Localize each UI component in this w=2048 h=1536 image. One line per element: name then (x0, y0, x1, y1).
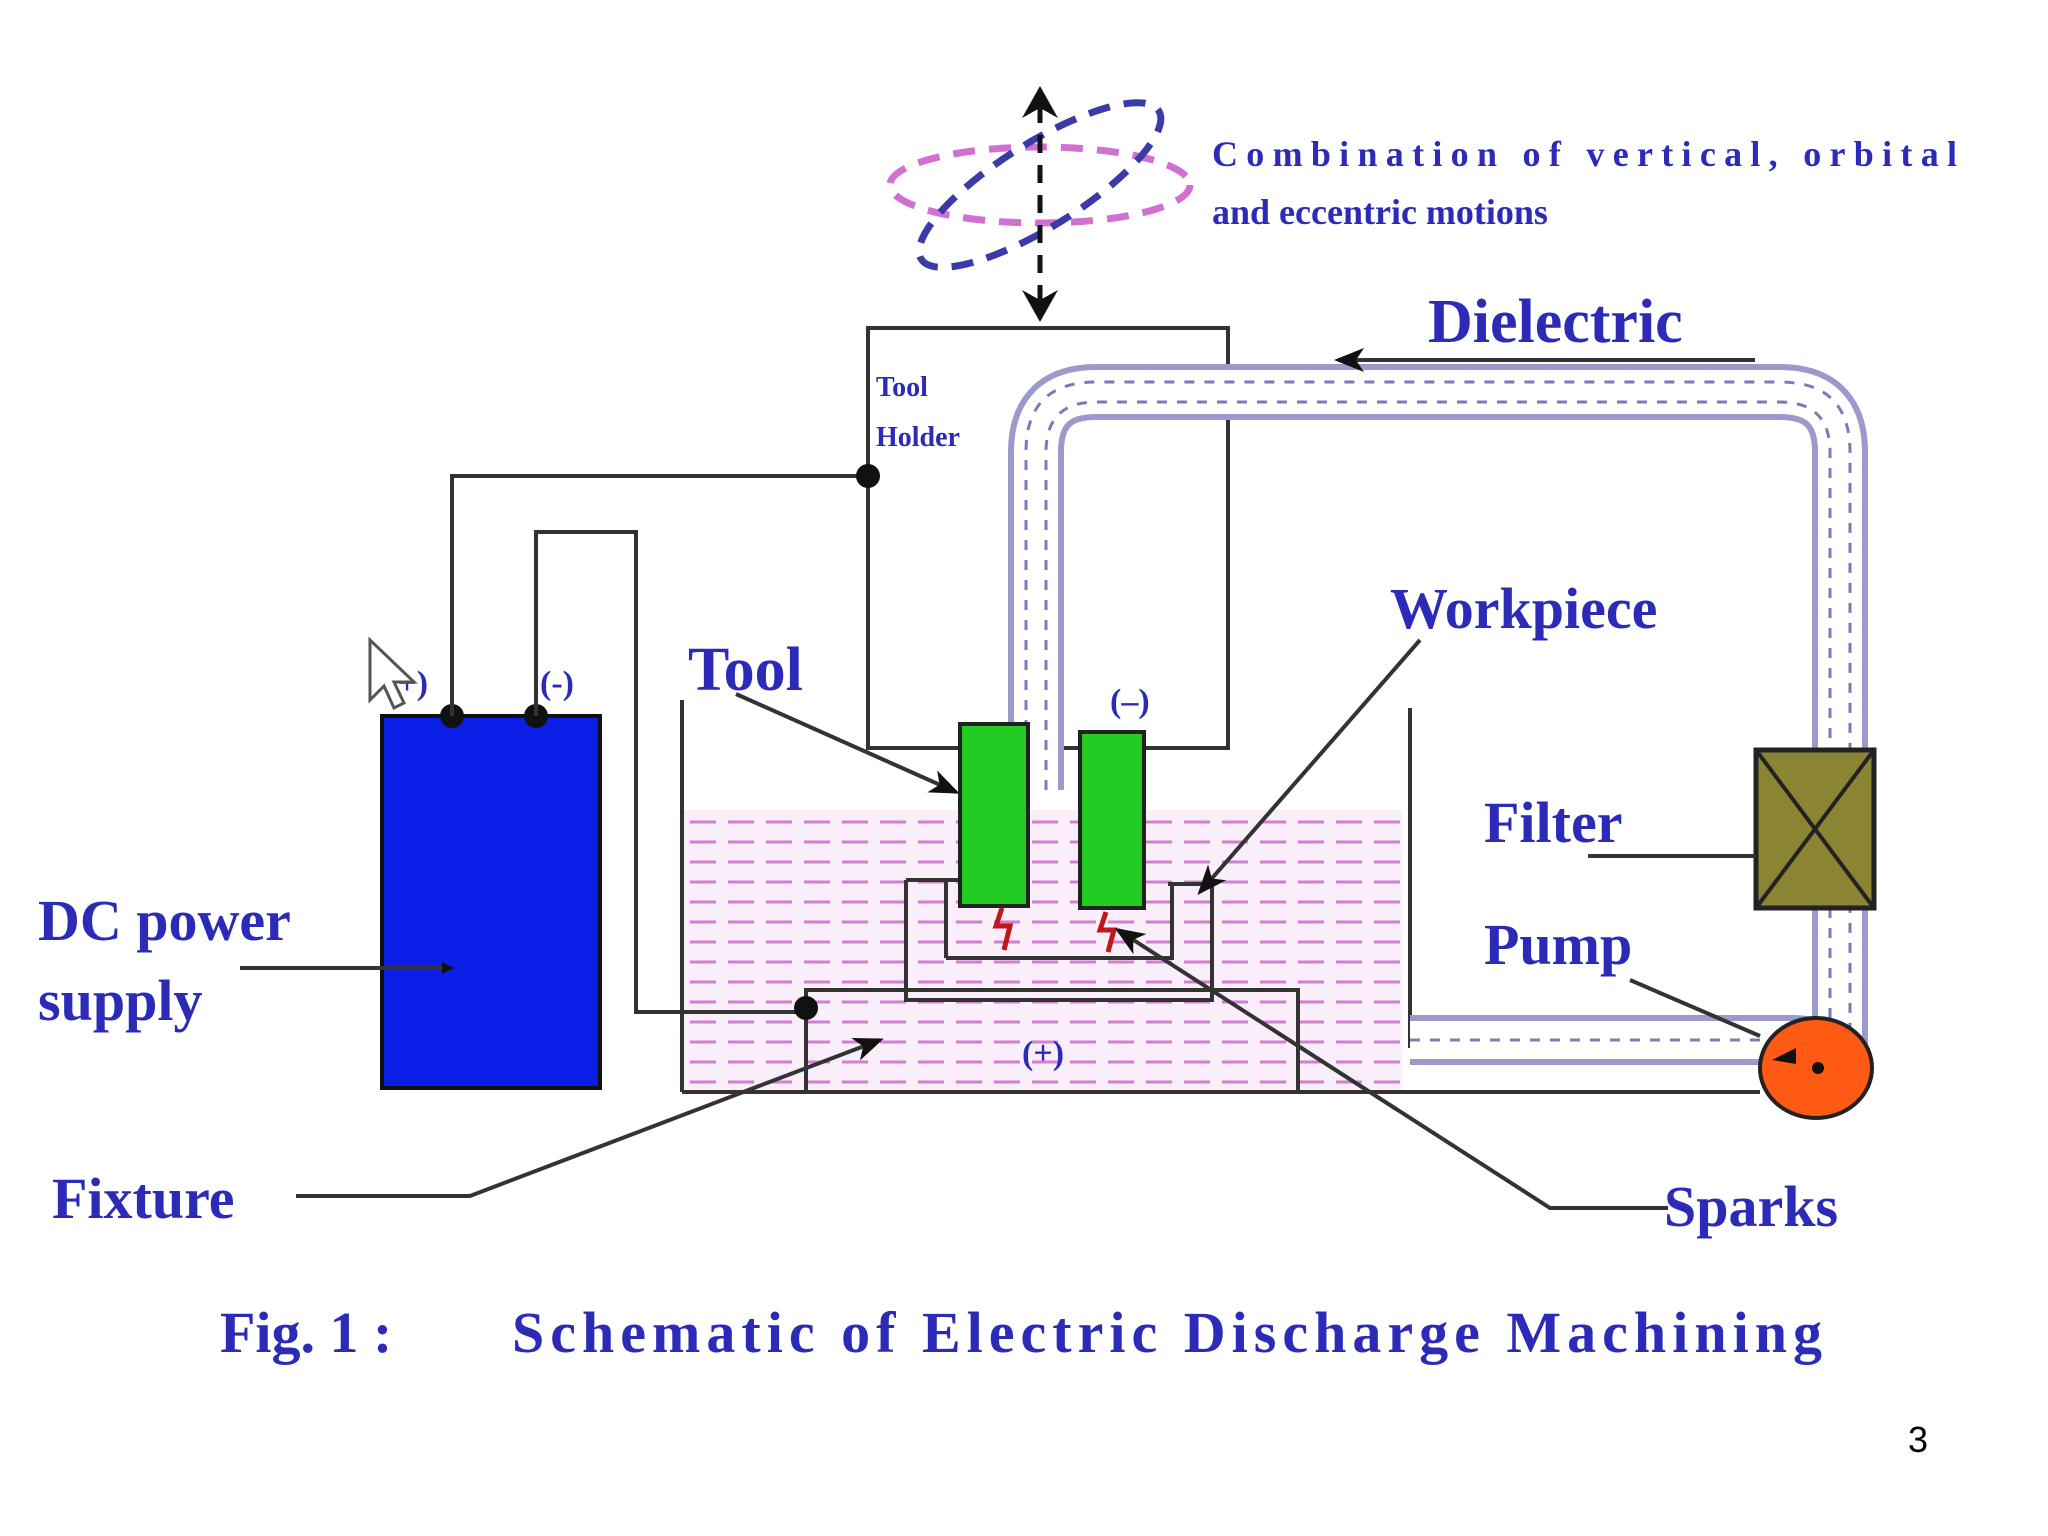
workpiece-plus-label: (+) (1022, 1035, 1064, 1072)
wiring (450, 474, 868, 1014)
motion-caption-line1: Combination of vertical, orbital (1212, 134, 1957, 174)
dc-power-supply (380, 714, 602, 1090)
vertical-arrow-head-up (1022, 86, 1058, 118)
terminal-negative-label: (-) (540, 665, 574, 702)
dc-power-label-line2: supply (38, 968, 202, 1033)
eccentric-motion-ellipse (915, 99, 1165, 271)
mouse-cursor-icon (368, 636, 418, 711)
pump (1758, 1016, 1874, 1120)
sparks-label: Sparks (1664, 1174, 1838, 1239)
fixture-leader (296, 1038, 884, 1198)
dielectric-label: Dielectric (1428, 288, 1683, 356)
dielectric-fluid (682, 810, 1402, 1090)
pump-leader (1629, 978, 1761, 1038)
tool-electrode-left (958, 722, 1030, 908)
wire-junction-fixture (794, 996, 818, 1020)
pump-label: Pump (1484, 912, 1632, 977)
filter-label: Filter (1484, 790, 1622, 855)
sparks (992, 907, 1118, 953)
tool-electrode-right (1078, 730, 1146, 910)
tool-holder-label-line2: Holder (876, 422, 960, 453)
tool-holder-label-line1: Tool (876, 372, 928, 403)
tool-leader (735, 692, 960, 794)
page-number: 3 (1908, 1419, 1928, 1460)
motion-caption-line2: and eccentric motions (1212, 192, 1548, 232)
sparks-leader (1114, 927, 1668, 1210)
motion-indicator (886, 86, 1194, 322)
figure-title: Schematic of Electric Discharge Machinin… (512, 1300, 1822, 1365)
fixture-label: Fixture (52, 1166, 235, 1231)
wire-junction-holder (856, 464, 880, 488)
fixture (804, 988, 1300, 1092)
filter-box (1753, 747, 1877, 911)
vertical-arrow-head-down (1022, 290, 1058, 322)
dc-power-label-line1: DC power (38, 888, 291, 953)
workpiece (904, 878, 1214, 1002)
workpiece-label: Workpiece (1390, 576, 1657, 641)
figure-label: Fig. 1 : (220, 1300, 392, 1365)
workpiece-leader (1197, 638, 1422, 896)
tool-minus-label: (–) (1110, 683, 1150, 720)
tool-label: Tool (688, 636, 803, 704)
